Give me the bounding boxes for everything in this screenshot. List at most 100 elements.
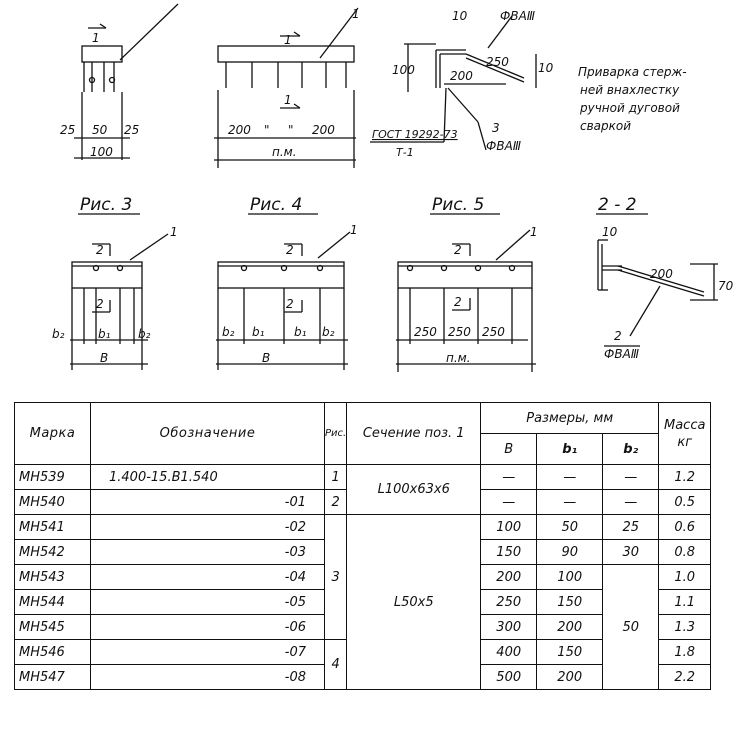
- table-row: МН543 -04 200 100 50 1.0: [14, 564, 712, 690]
- cell-b1: 50: [536, 514, 604, 540]
- drawings-sheet: 1 25 50 25 100 1 1 1 200 " " 200 п.м. 10…: [52, 3, 734, 372]
- detail-dim-10b: 10: [538, 61, 554, 75]
- sec22-dim-70: 70: [718, 279, 734, 293]
- sec22-bar: ФВАⅢ: [604, 347, 639, 361]
- header-mass: Масса кг: [658, 402, 712, 465]
- cell-mark: МН545: [14, 614, 91, 640]
- cell-B: 300: [480, 614, 538, 640]
- detail-gost: ГОСТ 19292-73: [372, 128, 458, 141]
- weld-note-line-1: Приварка стерж-: [578, 65, 687, 79]
- fig2-section-mark-bottom: 1: [284, 93, 292, 107]
- fig1-dim-50: 50: [92, 123, 108, 137]
- cell-B: 150: [480, 539, 538, 565]
- cell-designation: -03: [90, 539, 325, 565]
- fig3-sec-bot: 2: [96, 297, 104, 311]
- caption-section-2-2: 2 - 2: [598, 195, 637, 215]
- detail-dim-10: 10: [452, 9, 468, 23]
- cell-b1: 90: [536, 539, 604, 565]
- table-row: МН542 -03 150 90 30 0.8: [14, 539, 712, 565]
- cell-mass: 2.2: [658, 664, 712, 690]
- fig2-pos-label: 1: [352, 7, 360, 21]
- fig5-dim-250-b: 250: [448, 325, 471, 339]
- fig5-dim-pm: п.м.: [446, 351, 471, 365]
- cell-designation: -01: [90, 489, 325, 515]
- cell-mass: 1.3: [658, 614, 712, 640]
- cell-b1: —: [536, 489, 604, 515]
- fig2-drawing: [214, 7, 359, 168]
- table-row: МН541 -02 3 L50x5 100 50 25 0.6: [14, 514, 712, 690]
- cell-designation: -05: [90, 589, 325, 615]
- table-row: МН545 -06 300 200 1.3: [14, 614, 712, 640]
- fig3-pos: 1: [170, 225, 178, 239]
- cell-B: 200: [480, 564, 538, 590]
- weld-note-line-4: сваркой: [580, 119, 631, 133]
- cell-fig: 3: [323, 514, 348, 640]
- cell-mark: МН540: [14, 489, 91, 515]
- fig2-dim-pm: п.м.: [272, 145, 297, 159]
- detail-dim-250: 250: [486, 55, 509, 69]
- section-2-2-drawing: [597, 239, 718, 347]
- cell-b2: —: [602, 464, 660, 490]
- fig2-dim-ditto-2: ": [288, 123, 294, 137]
- fig4-b2-left: b₂: [222, 325, 235, 339]
- cell-b1: 150: [536, 589, 604, 615]
- cell-b1: 150: [536, 639, 604, 665]
- detail-dim-200: 200: [450, 69, 473, 83]
- sec22-pos2: 2: [614, 329, 622, 343]
- fig4-sec-top: 2: [286, 243, 294, 257]
- header-b2: b₂: [602, 433, 660, 465]
- fig1-section-mark: 1: [92, 31, 100, 45]
- table-row: МН539 1.400-15.В1.540 1 L100x63x6 — — — …: [14, 464, 712, 515]
- cell-designation: -07: [90, 639, 325, 665]
- fig4-pos: 1: [350, 223, 358, 237]
- cell-mass: 0.5: [658, 489, 712, 515]
- fig1-dim-25-left: 25: [60, 123, 75, 137]
- sec22-dim-200: 200: [650, 267, 673, 281]
- cell-b2: 50: [602, 564, 660, 690]
- cell-mark: МН543: [14, 564, 91, 590]
- cell-b2: 30: [602, 539, 660, 565]
- table-row: МН547 -08 500 200 2.2: [14, 664, 712, 690]
- fig5-dim-250-c: 250: [482, 325, 505, 339]
- detail-dim-100: 100: [392, 63, 415, 77]
- caption-fig5: Рис. 5: [432, 195, 484, 215]
- cell-mass: 0.8: [658, 539, 712, 565]
- fig1-dim-100: 100: [90, 145, 113, 159]
- fig3-b1: b₁: [98, 327, 111, 341]
- fig1-drawing: [74, 3, 179, 160]
- cell-b2: 25: [602, 514, 660, 540]
- fig5-dim-250-a: 250: [414, 325, 437, 339]
- header-mark: Марка: [14, 402, 91, 465]
- cell-mark: МН541: [14, 514, 91, 540]
- cell-mass: 1.2: [658, 464, 712, 490]
- cell-section: L100x63x6: [346, 464, 482, 515]
- fig3-b2-left: b₂: [52, 327, 65, 341]
- fig3-b2-right: b₂: [138, 327, 151, 341]
- cell-B: 250: [480, 589, 538, 615]
- cell-B: —: [480, 489, 538, 515]
- weld-note-line-3: ручной дуговой: [579, 101, 680, 115]
- cell-designation: -06: [90, 614, 325, 640]
- cell-fig: 1: [323, 464, 348, 490]
- header-designation: Обозначение: [90, 402, 325, 465]
- cell-B: 100: [480, 514, 538, 540]
- cell-mark: МН539: [14, 464, 91, 490]
- header-b1: b₁: [536, 433, 604, 465]
- caption-fig4: Рис. 4: [250, 195, 302, 215]
- cell-section: L50x5: [346, 514, 482, 690]
- fig4-b1-right: b₁: [294, 325, 307, 339]
- detail-bar-top: ФВАⅢ: [500, 9, 535, 23]
- fig3-B: В: [100, 351, 108, 365]
- spec-table: Марка Обозначение Рис. Сечение поз. 1 Ра…: [14, 402, 712, 690]
- detail-pos3: 3: [492, 121, 500, 135]
- fig4-B: В: [262, 351, 270, 365]
- fig4-sec-bot: 2: [286, 297, 294, 311]
- table-row: МН546 -07 4 400 150 1.8: [14, 639, 712, 690]
- fig2-section-mark-top: 1: [284, 33, 292, 47]
- fig4-drawing: [216, 231, 351, 370]
- cell-b2: —: [602, 489, 660, 515]
- table-row: МН540 -01 2 — — — 0.5: [14, 489, 712, 515]
- fig5-sec-top: 2: [454, 243, 462, 257]
- fig5-drawing: [396, 229, 536, 372]
- cell-mass: 1.8: [658, 639, 712, 665]
